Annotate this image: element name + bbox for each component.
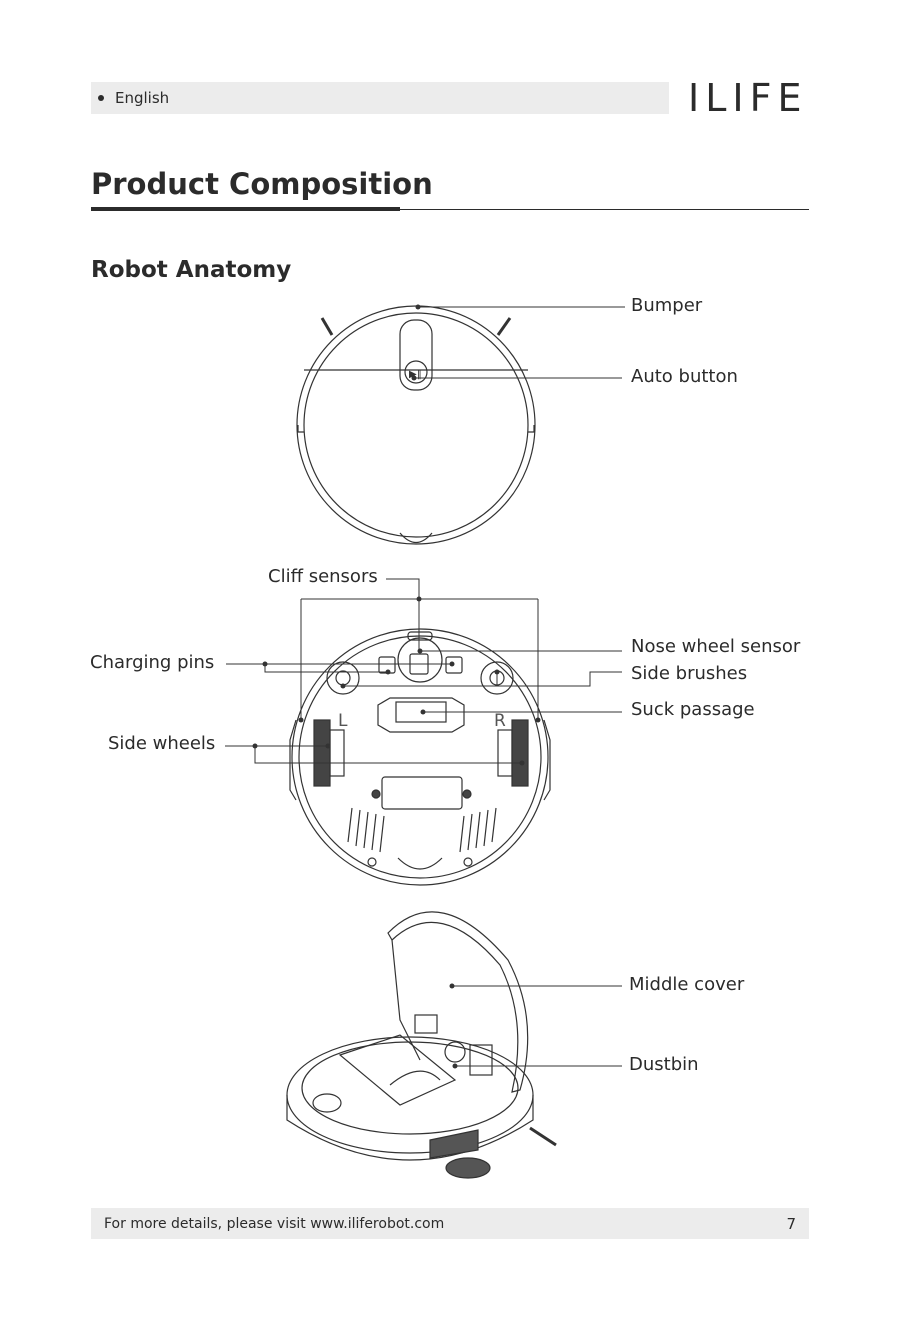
label-side-brushes: Side brushes (631, 663, 747, 685)
label-side-wheels: Side wheels (108, 733, 215, 755)
label-charging-pins: Charging pins (90, 652, 214, 674)
left-mark: L (338, 711, 348, 731)
label-auto-button: Auto button (631, 366, 738, 388)
label-middle-cover: Middle cover (629, 974, 744, 996)
robot-top-view: ▶‖ (297, 306, 535, 544)
label-nose-wheel-sensor: Nose wheel sensor (631, 636, 800, 658)
right-mark: R (494, 711, 506, 731)
robot-bottom-view (290, 629, 550, 885)
label-cliff-sensors: Cliff sensors (268, 566, 378, 588)
label-bumper: Bumper (631, 295, 702, 317)
leader-side-wheels (225, 746, 522, 763)
leader-charging-pins (226, 664, 452, 672)
footer-note: For more details, please visit www.ilife… (104, 1216, 444, 1232)
label-dustbin: Dustbin (629, 1054, 699, 1076)
page-number: 7 (786, 1215, 796, 1233)
label-suck-passage: Suck passage (631, 699, 755, 721)
footer-bar: For more details, please visit www.ilife… (91, 1208, 809, 1239)
robot-open-cover-view (287, 912, 556, 1178)
